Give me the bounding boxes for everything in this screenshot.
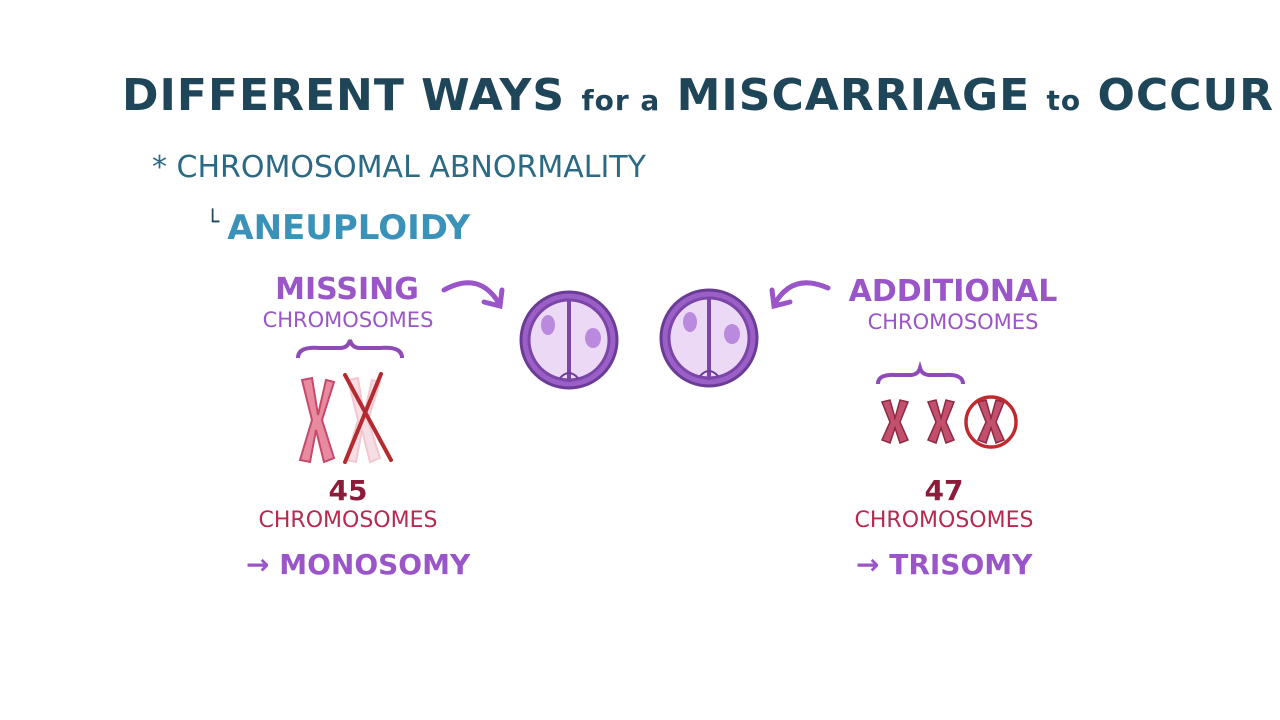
result-text: MONOSOMY <box>279 548 471 581</box>
additional-subheading: CHROMOSOMES <box>867 310 1039 334</box>
sub-bullet-aneuploidy: └ ANEUPLOIDY <box>206 208 470 248</box>
chromosome-icon <box>880 399 1006 444</box>
missing-subheading: CHROMOSOMES <box>262 308 434 332</box>
page-title: DIFFERENT WAYS for a MISCARRIAGE to OCCU… <box>122 70 1280 121</box>
count-45: 45 <box>328 474 368 507</box>
bullet-text: CHROMOSOMAL ABNORMALITY <box>176 150 646 185</box>
count-47: 47 <box>924 474 964 507</box>
additional-heading: ADDITIONAL <box>848 274 1058 309</box>
cross-out-icon <box>343 372 393 464</box>
title-part: OCCUR : <box>1097 70 1280 121</box>
result-monosomy: → MONOSOMY <box>246 548 470 581</box>
sub-bullet-icon: └ <box>206 210 220 235</box>
title-part: for a <box>581 84 661 117</box>
curved-arrow-right-icon <box>769 280 831 310</box>
result-text: TRISOMY <box>889 548 1033 581</box>
count-label-left: CHROMOSOMES <box>258 508 438 533</box>
title-part: to <box>1046 84 1082 117</box>
arrow-right-icon: → <box>856 548 880 581</box>
embryo-icon <box>519 290 619 390</box>
title-part: MISCARRIAGE <box>676 70 1031 121</box>
bullet-chromosomal-abnormality: * CHROMOSOMAL ABNORMALITY <box>152 150 646 185</box>
brace-right-icon <box>876 360 965 385</box>
title-part: DIFFERENT WAYS <box>122 70 566 121</box>
embryo-icon <box>659 288 759 388</box>
chromosome-icon <box>298 376 336 464</box>
arrow-right-icon: → <box>246 548 270 581</box>
sub-bullet-text: ANEUPLOIDY <box>227 208 471 248</box>
count-label-right: CHROMOSOMES <box>854 508 1034 533</box>
chromosome-missing-icon <box>344 376 382 464</box>
brace-left-icon <box>296 339 404 359</box>
missing-heading: MISSING <box>275 272 419 307</box>
result-trisomy: → TRISOMY <box>856 548 1032 581</box>
curved-arrow-left-icon <box>441 280 505 310</box>
highlight-circle-icon <box>964 395 1018 449</box>
asterisk-icon: * <box>152 150 167 185</box>
